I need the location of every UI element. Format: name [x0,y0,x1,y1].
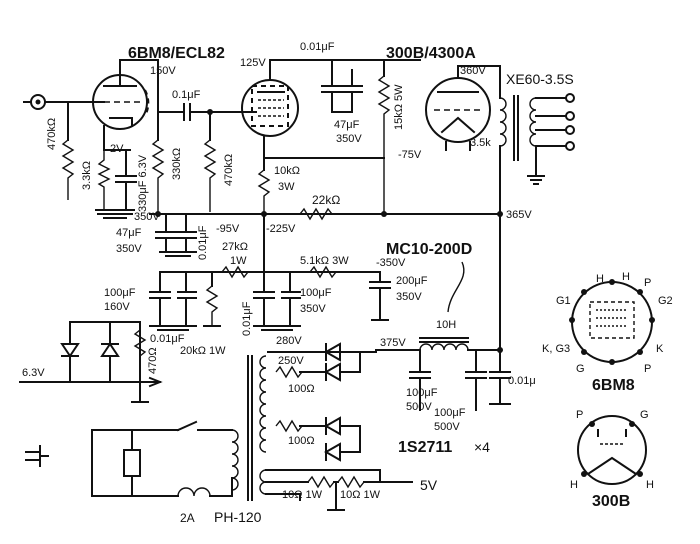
r-27k-label: 27kΩ [222,241,248,253]
r-22k-label: 22kΩ [312,193,340,207]
pinout-6bm8-title: 6BM8 [592,377,635,394]
pin-6bm8-kg3: K, G3 [542,343,570,355]
r-3-3k-label: 3.3kΩ [81,161,93,190]
c-0-01-left-label: 0.01μF [150,333,185,345]
v125-label: 125V [240,57,266,69]
c-200u-label: 200μF [396,275,428,287]
output-transformer [499,65,537,215]
v365-label: 365V [506,209,532,221]
choke-inductance-label: 10H [436,319,456,331]
pinout-6bm8 [569,279,655,365]
c-0-01-center-label: 0.01μF [241,301,253,336]
output-triode-tube [425,77,491,143]
pot-20k-label: 20kΩ 1W [180,345,226,357]
c-100u-left-label: 100μF [104,287,136,299]
r-27k-w-label: 1W [230,255,247,267]
r-100-b-label: 100Ω [288,435,315,447]
rectifier-label: 1S2711 [398,439,452,456]
pin-300b-g: G [640,409,649,421]
v360-label: 360V [460,65,486,77]
pinout-300b-title: 300B [592,493,630,510]
pin-300b-h1: H [570,479,578,491]
pin-6bm8-h1: H [596,273,604,285]
c-47u-mid-v-label: 350V [116,243,142,255]
input-jack [23,94,46,110]
impedance-label: 3.5k [470,137,491,149]
v280-label: 280V [276,335,302,347]
pin-300b-p: P [576,409,583,421]
driver-tube-label: 6BM8/ECL82 [128,45,225,62]
c-coupling-label: 0.1μF [172,89,201,101]
v-225-label: -225V [266,223,296,235]
pinout-300b [577,415,647,485]
v-95-label: -95V [216,223,240,235]
output-transformer-label: XE60-3.5S [506,71,574,87]
c-100u-a-label: 100μF [406,387,438,399]
c-47u-top-label: 47μF [334,119,360,131]
v150-label: 150V [150,65,176,77]
pin-6bm8-g2: G2 [658,295,673,307]
v250-label: 250V [278,355,304,367]
v5-label: 5V [420,477,438,493]
power-transformer [231,355,267,501]
c-0-01-top-label: 0.01μF [300,41,335,53]
v-350-neg-label: -350V [376,257,406,269]
r-470k-input-label: 470kΩ [46,118,58,150]
v2-label: 2V [110,143,124,155]
c-47u-mid-label: 47μF [116,227,142,239]
r-100-a-label: 100Ω [288,383,315,395]
power-transformer-label: PH-120 [214,509,262,525]
pin-6bm8-k: K [656,343,664,355]
rectifier-count: ×4 [474,439,490,455]
c-200u-v-label: 350V [396,291,422,303]
speaker-terminal-3 [565,125,575,135]
r-10-b-label: 10Ω 1W [340,489,381,501]
c-100u-a-v-label: 500V [406,401,432,413]
r-15k-label: 15kΩ 5W [393,84,405,130]
c-47u-top-v-label: 350V [336,133,362,145]
c-100u-center-v-label: 350V [300,303,326,315]
c-0-01-mid-label: 0.01μF [197,225,209,260]
c-100u-center-label: 100μF [300,287,332,299]
v375-label: 375V [380,337,406,349]
driver-pentode-tube [241,79,299,137]
r-470-pilot-label: 470Ω [147,347,159,374]
r-470k-grid-label: 470kΩ [223,154,235,186]
r-10k-label: 10kΩ [274,165,300,177]
c-0-01-out-label: 0.01μ [508,375,536,387]
pin-6bm8-p2: P [644,363,651,375]
pin-6bm8-g1: G1 [556,295,571,307]
v350-label: 350V [134,211,160,223]
c-100u-left-v-label: 160V [104,301,130,313]
speaker-terminal-4 [565,141,575,151]
output-tube-label: 300B/4300A [386,45,476,62]
r-10k-w-label: 3W [278,181,295,193]
fuse-label: 2A [180,511,195,525]
pin-6bm8-p1: P [644,277,651,289]
v-75-label: -75V [398,149,422,161]
filter-choke [419,337,469,351]
c-100u-b-v-label: 500V [434,421,460,433]
r-10-a-label: 10Ω 1W [282,489,323,501]
pin-300b-h2: H [646,479,654,491]
pin-6bm8-h2: H [622,271,630,283]
fuse-holder [123,449,141,477]
c-330u-label: 330μF 6.3V [137,154,149,212]
v6-3-label: 6.3V [22,367,45,379]
r-5-1k-label: 5.1kΩ 3W [300,255,349,267]
speaker-terminal-2 [565,111,575,121]
choke-label: MC10-200D [386,241,472,258]
rectifier-diodes [323,342,341,462]
speaker-terminal-1 [565,93,575,103]
r-330k-label: 330kΩ [171,148,183,180]
c-100u-b-label: 100μF [434,407,466,419]
pin-6bm8-g: G [576,363,585,375]
